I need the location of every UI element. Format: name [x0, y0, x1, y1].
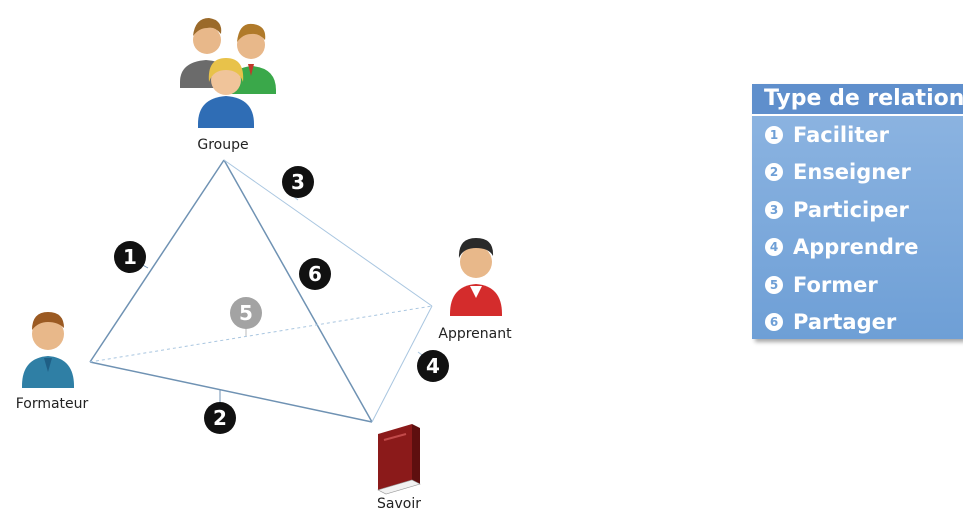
legend-item-label: Enseigner: [793, 160, 911, 185]
legend-title: Type de relation: [752, 84, 963, 116]
legend-item-number: 1: [765, 125, 783, 144]
edge-groupe-formateur: [89, 159, 225, 363]
legend-item: 3 Participer: [752, 191, 963, 229]
edge-formateur-apprenant: [89, 305, 433, 363]
node-label-apprenant: Apprenant: [438, 326, 512, 342]
learner-icon: [450, 238, 502, 316]
legend-item-number: 5: [765, 275, 783, 294]
badge-3: 3: [282, 166, 314, 198]
badge-4: 4: [417, 350, 449, 382]
badge-5-number: 5: [239, 301, 253, 325]
legend-item: 2 Enseigner: [752, 154, 963, 192]
badge-2-number: 2: [213, 406, 227, 430]
legend-item-label: Apprendre: [793, 235, 919, 260]
node-label-groupe: Groupe: [197, 137, 248, 153]
legend-item-number: 3: [765, 200, 783, 219]
edge-savoir-apprenant: [371, 305, 433, 423]
legend-item-label: Participer: [793, 197, 909, 222]
badge-3-number: 3: [291, 170, 305, 194]
book-icon: [377, 424, 421, 495]
legend-item-number: 2: [765, 163, 783, 182]
node-label-formateur: Formateur: [16, 396, 89, 412]
node-label-savoir: Savoir: [377, 496, 421, 511]
legend-item-label: Former: [793, 272, 878, 297]
edge-formateur-savoir: [89, 361, 373, 423]
badge-1-number: 1: [123, 245, 137, 269]
edge-groupe-savoir: [223, 159, 373, 423]
legend-item: 6 Partager: [752, 304, 963, 342]
legend-item: 1 Faciliter: [752, 116, 963, 154]
group-people-icon: [180, 18, 276, 128]
badge-5: 5: [230, 297, 262, 329]
legend-item: 4 Apprendre: [752, 229, 963, 267]
badge-4-number: 4: [426, 354, 440, 378]
teacher-icon: [22, 312, 74, 388]
badge-6: 6: [299, 258, 331, 290]
badge-1: 1: [114, 241, 146, 273]
legend-item: 5 Former: [752, 266, 963, 304]
badge-2: 2: [204, 402, 236, 434]
edge-groupe-apprenant: [223, 159, 433, 307]
legend-item-label: Faciliter: [793, 122, 889, 147]
legend-item-label: Partager: [793, 310, 897, 335]
badge-6-number: 6: [308, 262, 322, 286]
relation-type-legend: Type de relation 1 Faciliter 2 Enseigner…: [752, 84, 963, 339]
legend-item-number: 4: [765, 238, 783, 257]
edges: [89, 159, 433, 423]
legend-item-number: 6: [765, 313, 783, 332]
